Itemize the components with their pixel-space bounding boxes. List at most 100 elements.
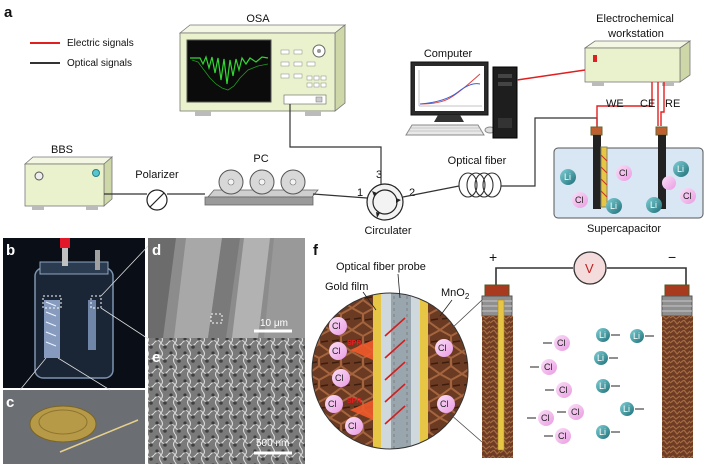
svg-text:Cl: Cl — [438, 343, 447, 353]
ion-cl: Cl — [329, 342, 347, 360]
port-2: 2 — [409, 187, 415, 199]
ion-cl: Cl — [680, 188, 696, 204]
ion-cl: Cl — [345, 417, 363, 435]
gold-film-label: Gold film — [325, 281, 368, 293]
svg-text:Cl: Cl — [571, 407, 580, 417]
panel-label-d: d — [152, 242, 161, 259]
legend-optical: Optical signals — [67, 58, 132, 69]
svg-text:Li: Li — [623, 404, 630, 414]
svg-text:Cl: Cl — [557, 338, 566, 348]
ion-li: Li — [560, 169, 576, 185]
svg-text:Cl: Cl — [332, 346, 341, 356]
svg-text:Li: Li — [564, 172, 571, 182]
svg-text:Li: Li — [633, 331, 640, 341]
cell-ions: Li Li Li Li Cl Cl Cl — [560, 161, 696, 214]
ion-cl: Cl — [329, 317, 347, 335]
supercapacitor-label: Supercapacitor — [587, 223, 661, 235]
ce-label: CE — [640, 98, 655, 110]
ion-cl — [662, 176, 676, 190]
electrode-positive — [481, 284, 513, 458]
voltmeter — [573, 251, 607, 285]
ion-li: Li — [646, 197, 662, 213]
computer: Computer — [405, 48, 518, 139]
ion-cl: Cl — [545, 382, 572, 398]
electrode-negative — [661, 284, 693, 458]
svg-text:Cl: Cl — [332, 321, 341, 331]
re-label: RE — [665, 98, 680, 110]
legend: Electric signals Optical signals — [30, 38, 134, 69]
scale-bar-d: 10 μm — [260, 318, 288, 329]
circuit: V + − — [489, 249, 687, 285]
minus-terminal: − — [668, 249, 676, 265]
circulator: Circulater 1 2 3 — [357, 169, 415, 237]
ion-li: Li — [630, 329, 654, 343]
ion-li: Li — [596, 379, 620, 393]
optical-lines — [104, 104, 598, 199]
ion-li: Li — [596, 425, 620, 439]
mno2-label: MnO2 — [441, 287, 470, 301]
zoom-ions: Cl Cl Cl Cl Cl Cl Cl — [325, 317, 455, 435]
bbs-device: BBS — [23, 144, 114, 210]
port-3: 3 — [376, 169, 382, 181]
ion-cl: Cl — [572, 192, 588, 208]
panel-label-b: b — [6, 242, 15, 259]
svg-text:Li: Li — [599, 330, 606, 340]
svg-text:Cl: Cl — [335, 373, 344, 383]
electrochemical-workstation: Electrochemical workstation — [583, 13, 692, 86]
electrolyte-ions: Li Li Li Li Li Li Cl Cl Cl Cl Cl Cl — [527, 328, 654, 444]
svg-text:Cl: Cl — [544, 362, 553, 372]
ion-cl: Cl — [435, 339, 453, 357]
ion-cl: Cl — [557, 404, 584, 420]
electric-lines — [516, 69, 665, 128]
ion-cl: Cl — [616, 165, 632, 181]
svg-text:Li: Li — [597, 353, 604, 363]
probe-label: Optical fiber probe — [336, 261, 426, 273]
ion-li: Li — [596, 328, 620, 342]
svg-text:Li: Li — [599, 427, 606, 437]
svg-text:Li: Li — [599, 381, 606, 391]
panel-label-f: f — [313, 242, 319, 259]
optical-fiber-coil: Optical fiber — [448, 155, 507, 198]
we-label: WE — [606, 98, 624, 110]
svg-text:Li: Li — [677, 164, 684, 174]
svg-text:Cl: Cl — [440, 399, 449, 409]
voltmeter-label: V — [585, 261, 594, 276]
bbs-label: BBS — [51, 144, 73, 156]
port-1: 1 — [357, 187, 363, 199]
circulator-label: Circulater — [364, 225, 411, 237]
svg-text:Cl: Cl — [683, 191, 692, 201]
ion-cl: Cl — [544, 428, 571, 444]
svg-text:Li: Li — [610, 201, 617, 211]
polarization-controller: PC — [204, 153, 319, 206]
sem-image-e — [148, 338, 305, 464]
svg-text:Cl: Cl — [541, 413, 550, 423]
panel-label-e: e — [152, 349, 160, 366]
ion-cl: Cl — [437, 395, 455, 413]
ion-li: Li — [606, 198, 622, 214]
svg-text:Cl: Cl — [619, 168, 628, 178]
svg-text:Cl: Cl — [575, 195, 584, 205]
ion-li: Li — [620, 402, 644, 416]
spr-label-1: SPR — [347, 340, 361, 347]
workstation-label-2: workstation — [607, 28, 664, 40]
polarizer-label: Polarizer — [135, 169, 179, 181]
ion-cl: Cl — [527, 410, 554, 426]
ion-li: Li — [594, 351, 618, 365]
polarizer: Polarizer — [135, 169, 179, 211]
ion-cl: Cl — [543, 335, 570, 351]
svg-text:Cl: Cl — [558, 431, 567, 441]
svg-text:Cl: Cl — [328, 399, 337, 409]
ion-li: Li — [673, 161, 689, 177]
plus-terminal: + — [489, 249, 497, 265]
svg-text:Cl: Cl — [348, 421, 357, 431]
ion-cl: Cl — [530, 359, 557, 375]
svg-text:Cl: Cl — [559, 385, 568, 395]
osa-device: OSA — [178, 13, 347, 116]
panel-label-a: a — [4, 4, 13, 21]
computer-label: Computer — [424, 48, 473, 60]
legend-electric: Electric signals — [67, 38, 134, 49]
optical-fiber-label: Optical fiber — [448, 155, 507, 167]
supercapacitor-cell: Supercapacitor — [553, 126, 704, 235]
ion-cl: Cl — [325, 395, 343, 413]
